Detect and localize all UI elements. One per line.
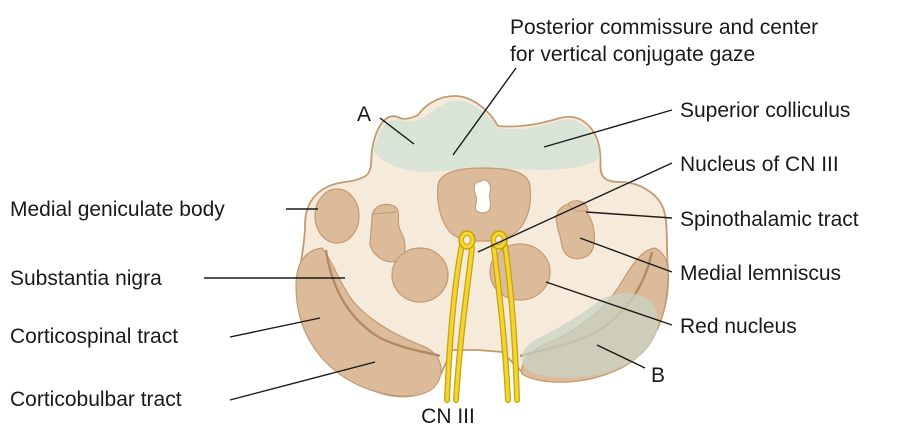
label-posterior-commissure-line2: for vertical conjugate gaze [510, 43, 755, 66]
label-medial-lemniscus: Medial lemniscus [680, 262, 841, 285]
midbrain-section [296, 96, 668, 396]
medial-geniculate-body-shape [315, 189, 359, 243]
label-a: A [357, 103, 371, 126]
label-superior-colliculus: Superior colliculus [680, 99, 850, 122]
label-medial-geniculate-body: Medial geniculate body [10, 198, 225, 221]
label-cn3: CN III [421, 405, 475, 428]
label-spinothalamic-tract: Spinothalamic tract [680, 208, 859, 231]
label-corticobulbar-tract: Corticobulbar tract [10, 388, 182, 411]
label-red-nucleus: Red nucleus [680, 315, 797, 338]
label-nucleus-cn3: Nucleus of CN III [680, 153, 839, 176]
label-substantia-nigra: Substantia nigra [10, 267, 162, 290]
label-posterior-commissure-line1: Posterior commissure and center [510, 16, 818, 39]
left-red-nucleus [392, 248, 448, 302]
label-corticospinal-tract: Corticospinal tract [10, 325, 178, 348]
label-b: B [651, 364, 665, 387]
cerebral-aqueduct [474, 180, 490, 213]
cn3-nucleus-left-loop-inner [464, 236, 471, 245]
